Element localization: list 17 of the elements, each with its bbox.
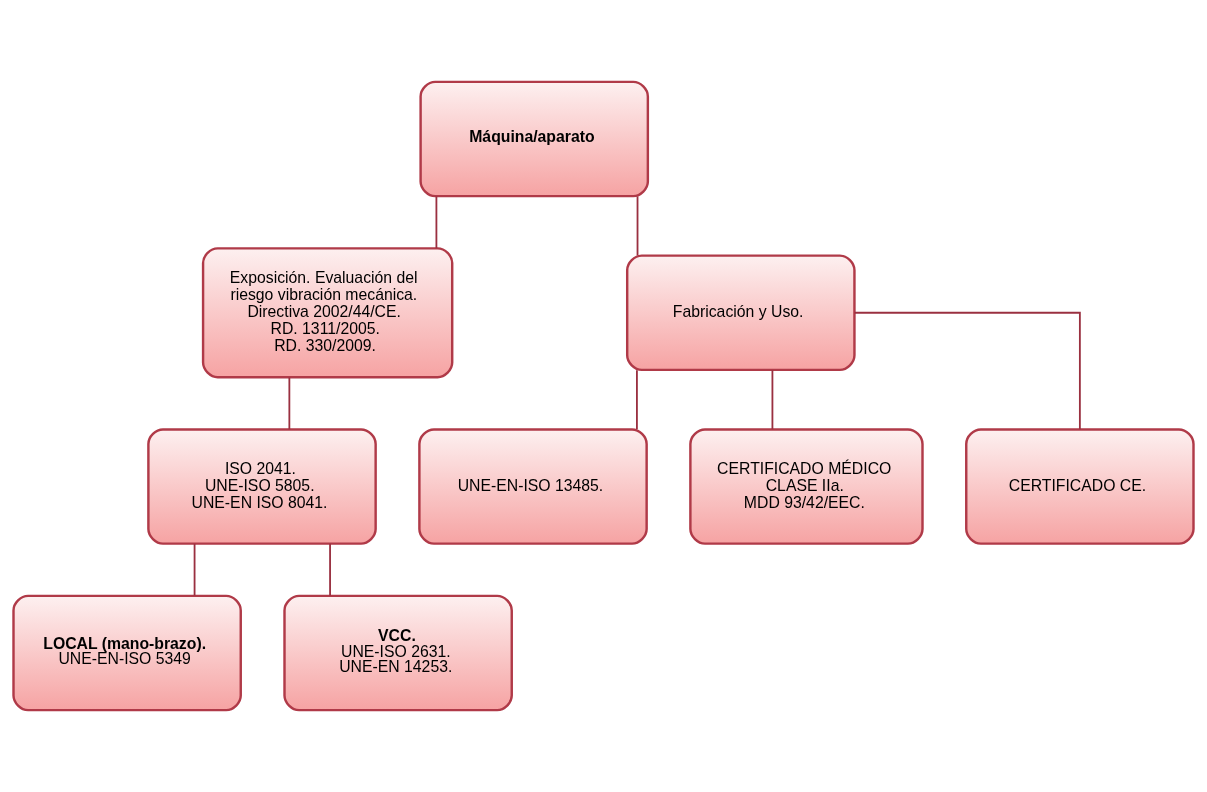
node-box: Exposición. Evaluación del riesgo vibración mecánica. Directiva 2002/44/CE. RD. 1311/2005. RD. 330/2009.	[201, 247, 454, 379]
connector	[288, 376, 291, 431]
connector	[193, 542, 196, 597]
node-box: UNE-EN-ISO 13485.	[418, 428, 648, 545]
connector	[853, 311, 1081, 431]
connector	[435, 195, 438, 250]
node-box: CERTIFICADO MÉDICO CLASE IIa. MDD 93/42/EEC.	[689, 428, 924, 545]
node-box: VCC. UNE-ISO 2631. UNE-EN 14253.	[283, 594, 513, 712]
connector	[329, 542, 331, 597]
node-box: Fabricación y Uso.	[626, 254, 856, 372]
connector	[636, 369, 638, 431]
connector	[771, 369, 774, 431]
node-box: ISO 2041. UNE-ISO 5805. UNE-EN ISO 8041.	[147, 428, 377, 545]
node-box: Máquina/aparato	[419, 80, 650, 198]
node-box: LOCAL (mano-brazo). UNE-EN-ISO 5349	[12, 594, 242, 712]
node-box: CERTIFICADO CE.	[965, 428, 1195, 545]
connector	[636, 195, 639, 257]
